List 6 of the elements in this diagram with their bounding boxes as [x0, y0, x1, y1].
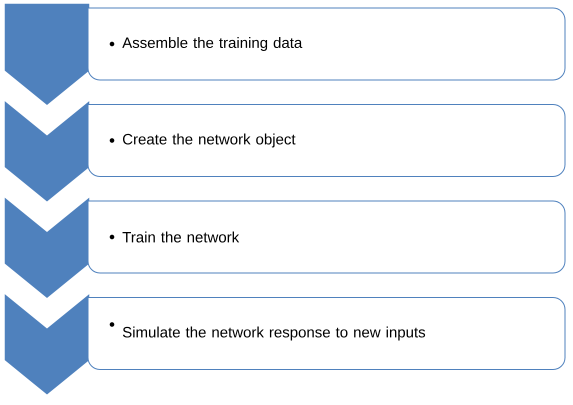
step-box: Create the network object	[88, 104, 566, 177]
step-box: Train the network	[88, 200, 566, 274]
step-box: Assemble the training data	[88, 8, 566, 80]
chevron-shape	[3, 2, 91, 107]
chevron-shape	[3, 290, 91, 396]
step-box: Simulate the network response to new inputs	[88, 297, 566, 370]
